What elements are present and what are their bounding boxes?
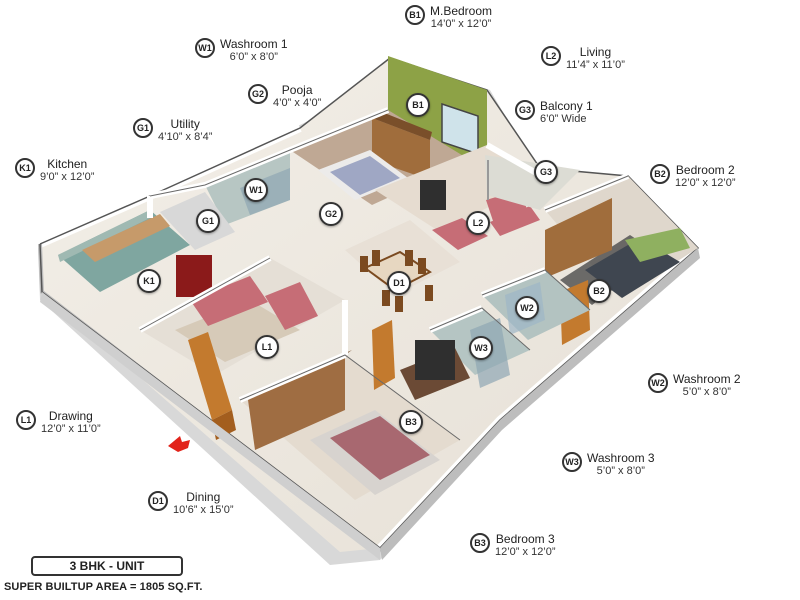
- super-builtup-area: SUPER BUILTUP AREA = 1805 SQ.FT.: [4, 581, 203, 593]
- room-name: Washroom 1: [220, 37, 288, 51]
- unit-type-box: 3 BHK - UNIT: [31, 556, 183, 576]
- room-dimensions: 10’6” x 15’0”: [173, 504, 234, 517]
- marker-g3: G3: [534, 160, 558, 184]
- label-pooja: G2 Pooja 4’0” x 4’0”: [248, 83, 322, 110]
- label-living: L2 Living 11’4” x 11’0”: [541, 45, 625, 72]
- room-name: Kitchen: [47, 157, 88, 171]
- marker-b3: B3: [399, 410, 423, 434]
- room-name: Living: [579, 45, 612, 59]
- label-washroom-1: W1 Washroom 1 6’0” x 8’0”: [195, 37, 288, 64]
- badge-l1: L1: [16, 410, 36, 430]
- room-dimensions: 12’0” x 12’0”: [495, 546, 556, 559]
- room-dimensions: 6’0” Wide: [540, 113, 587, 126]
- room-name: Utility: [170, 117, 200, 131]
- marker-l2: L2: [466, 211, 490, 235]
- badge-g3: G3: [515, 100, 535, 120]
- marker-l1: L1: [255, 335, 279, 359]
- label-utility: G1 Utility 4’10” x 8’4”: [133, 117, 213, 144]
- room-dimensions: 11’4” x 11’0”: [566, 59, 625, 72]
- marker-g2: G2: [319, 202, 343, 226]
- label-balcony-1: G3 Balcony 1 6’0” Wide: [515, 99, 593, 126]
- room-name: Washroom 3: [587, 451, 655, 465]
- label-bedroom-3: B3 Bedroom 3 12’0” x 12’0”: [470, 532, 556, 559]
- room-dimensions: 12’0” x 12’0”: [675, 177, 736, 190]
- marker-w1: W1: [244, 178, 268, 202]
- room-name: M.Bedroom: [430, 4, 493, 18]
- marker-w3: W3: [469, 336, 493, 360]
- marker-b1: B1: [406, 93, 430, 117]
- badge-w1: W1: [195, 38, 215, 58]
- entry-arrow: [168, 436, 190, 452]
- marker-g1: G1: [196, 209, 220, 233]
- room-name: Dining: [186, 490, 221, 504]
- badge-l2: L2: [541, 46, 561, 66]
- marker-w2: W2: [515, 296, 539, 320]
- room-dimensions: 5’0” x 8’0”: [596, 465, 645, 478]
- marker-k1: K1: [137, 269, 161, 293]
- room-name: Balcony 1: [540, 99, 593, 113]
- room-dimensions: 4’0” x 4’0”: [273, 97, 322, 110]
- label-drawing: L1 Drawing 12’0” x 11’0”: [16, 409, 101, 436]
- badge-g1: G1: [133, 118, 153, 138]
- label-dining: D1 Dining 10’6” x 15’0”: [148, 490, 234, 517]
- room-name: Drawing: [48, 409, 93, 423]
- badge-k1: K1: [15, 158, 35, 178]
- room-name: Bedroom 3: [495, 532, 555, 546]
- badge-w3: W3: [562, 452, 582, 472]
- room-dimensions: 5’0” x 8’0”: [682, 386, 731, 399]
- room-name: Bedroom 2: [675, 163, 735, 177]
- room-dimensions: 6’0” x 8’0”: [229, 51, 278, 64]
- label-washroom-3: W3 Washroom 3 5’0” x 8’0”: [562, 451, 655, 478]
- marker-b2: B2: [587, 279, 611, 303]
- badge-w2: W2: [648, 373, 668, 393]
- label-m-bedroom: B1 M.Bedroom 14’0” x 12’0”: [405, 4, 493, 31]
- label-kitchen: K1 Kitchen 9’0” x 12’0”: [15, 157, 95, 184]
- badge-b3: B3: [470, 533, 490, 553]
- room-dimensions: 9’0” x 12’0”: [40, 171, 95, 184]
- label-bedroom-2: B2 Bedroom 2 12’0” x 12’0”: [650, 163, 736, 190]
- badge-b2: B2: [650, 164, 670, 184]
- badge-b1: B1: [405, 5, 425, 25]
- room-dimensions: 14’0” x 12’0”: [430, 18, 492, 31]
- badge-g2: G2: [248, 84, 268, 104]
- room-name: Pooja: [281, 83, 313, 97]
- room-dimensions: 4’10” x 8’4”: [158, 131, 213, 144]
- room-name: Washroom 2: [673, 372, 741, 386]
- marker-d1: D1: [387, 271, 411, 295]
- label-washroom-2: W2 Washroom 2 5’0” x 8’0”: [648, 372, 741, 399]
- badge-d1: D1: [148, 491, 168, 511]
- room-dimensions: 12’0” x 11’0”: [41, 423, 101, 436]
